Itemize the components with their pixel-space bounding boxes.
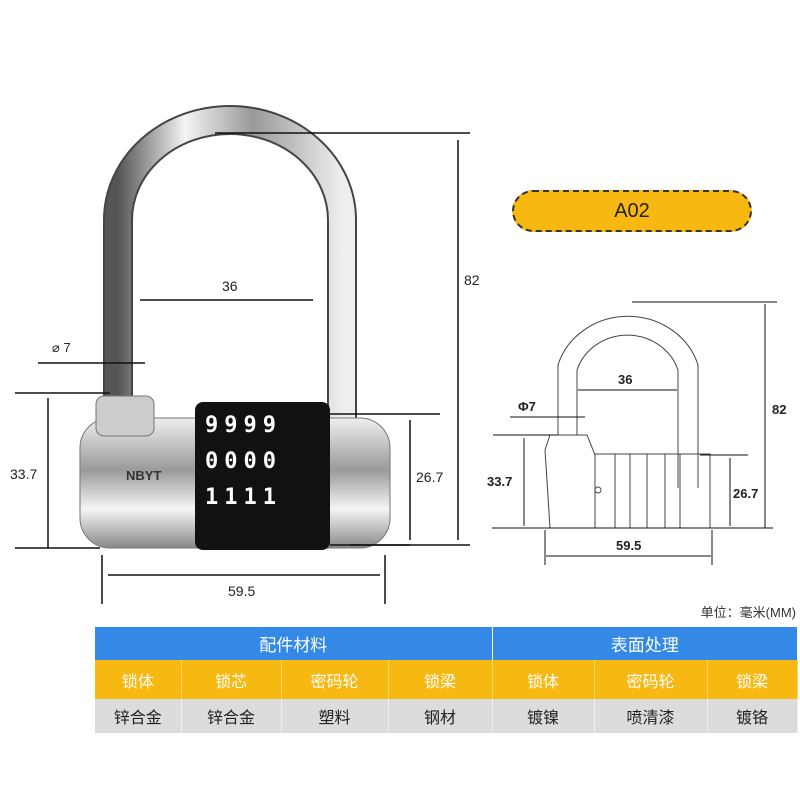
sub-header: 密码轮 — [281, 660, 389, 699]
sub-header: 锁芯 — [181, 660, 282, 699]
combination-wheels: 9999 0000 1111 8888 — [205, 390, 323, 516]
sub-header: 锁体 — [492, 660, 595, 699]
table-cell: 锌合金 — [95, 699, 182, 733]
table-cell: 钢材 — [388, 699, 493, 733]
wheel-row: 8888 — [205, 390, 263, 406]
table-cell: 塑料 — [281, 699, 389, 733]
drawing-dim-body-height: 33.7 — [487, 474, 513, 489]
table-cell: 镀铬 — [707, 699, 798, 733]
dim-shackle-inner: 36 — [222, 278, 238, 294]
wheel-row: 1111 — [205, 485, 282, 510]
table-cell: 喷清漆 — [594, 699, 708, 733]
sub-header-row: 锁体 锁芯 密码轮 锁梁 锁体 密码轮 锁梁 — [95, 660, 798, 699]
dim-shackle-diameter: ⌀ 7 — [52, 340, 71, 355]
sub-header: 锁梁 — [388, 660, 493, 699]
group-header-materials: 配件材料 — [95, 627, 493, 660]
drawing-dim-shackle-diameter: Φ7 — [518, 399, 536, 414]
table-cell: 镀镍 — [492, 699, 595, 733]
drawing-dim-body-width: 59.5 — [616, 538, 642, 553]
dim-total-height: 82 — [464, 272, 480, 288]
model-badge: A02 — [512, 190, 752, 232]
brand-label: NBYT — [126, 468, 162, 483]
materials-table: 配件材料 表面处理 锁体 锁芯 密码轮 锁梁 锁体 密码轮 锁梁 锌合金 锌合金… — [95, 627, 798, 733]
sub-header: 密码轮 — [594, 660, 708, 699]
drawing-dim-shackle-inner: 36 — [618, 372, 633, 387]
drawing-dim-total-height: 82 — [772, 402, 787, 417]
lock-photo — [15, 105, 470, 604]
table-row: 锌合金 锌合金 塑料 钢材 镀镍 喷清漆 镀铬 — [95, 699, 798, 733]
wheel-row: 9999 — [205, 413, 282, 438]
dim-body-width: 59.5 — [228, 583, 256, 599]
sub-header: 锁体 — [95, 660, 182, 699]
dim-body-height: 33.7 — [10, 466, 38, 482]
sub-header: 锁梁 — [707, 660, 798, 699]
group-header-row: 配件材料 表面处理 — [95, 627, 798, 660]
drawing-dim-wheel-height: 26.7 — [733, 486, 759, 501]
group-header-surface: 表面处理 — [492, 627, 798, 660]
wheel-row: 0000 — [205, 449, 282, 474]
unit-label: 单位：毫米(MM) — [700, 605, 796, 620]
technical-drawing — [492, 301, 777, 565]
table-cell: 锌合金 — [181, 699, 282, 733]
dim-wheel-height: 26.7 — [416, 469, 444, 485]
